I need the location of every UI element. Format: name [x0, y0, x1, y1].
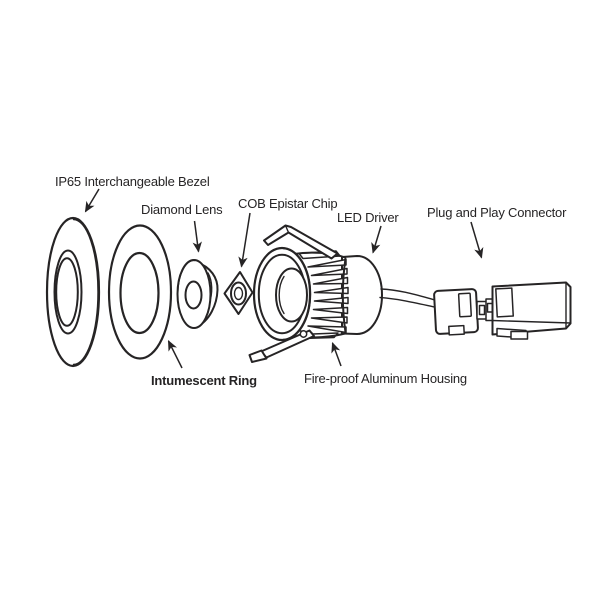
callout-labels: IP65 Interchangeable Bezel Diamond Lens …: [55, 174, 567, 388]
intumescent-ring-drawing: [107, 224, 173, 360]
housing-front-rim-drawing: [252, 246, 312, 342]
led-driver-arrow: [371, 225, 382, 254]
connector-label: Plug and Play Connector: [427, 205, 567, 220]
intumescent-ring-label: Intumescent Ring: [151, 373, 257, 388]
diamond-lens-arrow: [192, 220, 202, 253]
cob-chip-arrow: [238, 212, 251, 268]
top-spring-clip: [263, 224, 339, 260]
bezel-label: IP65 Interchangeable Bezel: [55, 174, 210, 189]
diamond-lens-drawing: [176, 259, 219, 329]
cob-chip-label: COB Epistar Chip: [238, 196, 337, 211]
bottom-spring-clip: [248, 329, 315, 363]
bezel-drawing: [45, 216, 101, 368]
led-driver-drawing: [341, 255, 383, 335]
housing-arrow: [331, 341, 342, 367]
connector-drawing: [433, 281, 572, 340]
connector-arrow: [470, 221, 484, 259]
diamond-lens-label: Diamond Lens: [141, 202, 223, 217]
led-driver-label: LED Driver: [337, 210, 399, 225]
bezel-arrow: [84, 188, 100, 213]
intumescent-ring-arrow: [167, 339, 183, 369]
housing-label: Fire-proof Aluminum Housing: [304, 371, 467, 386]
cable-drawing: [379, 288, 438, 309]
callout-arrows: [84, 188, 484, 369]
cob-chip-drawing: [223, 271, 254, 315]
